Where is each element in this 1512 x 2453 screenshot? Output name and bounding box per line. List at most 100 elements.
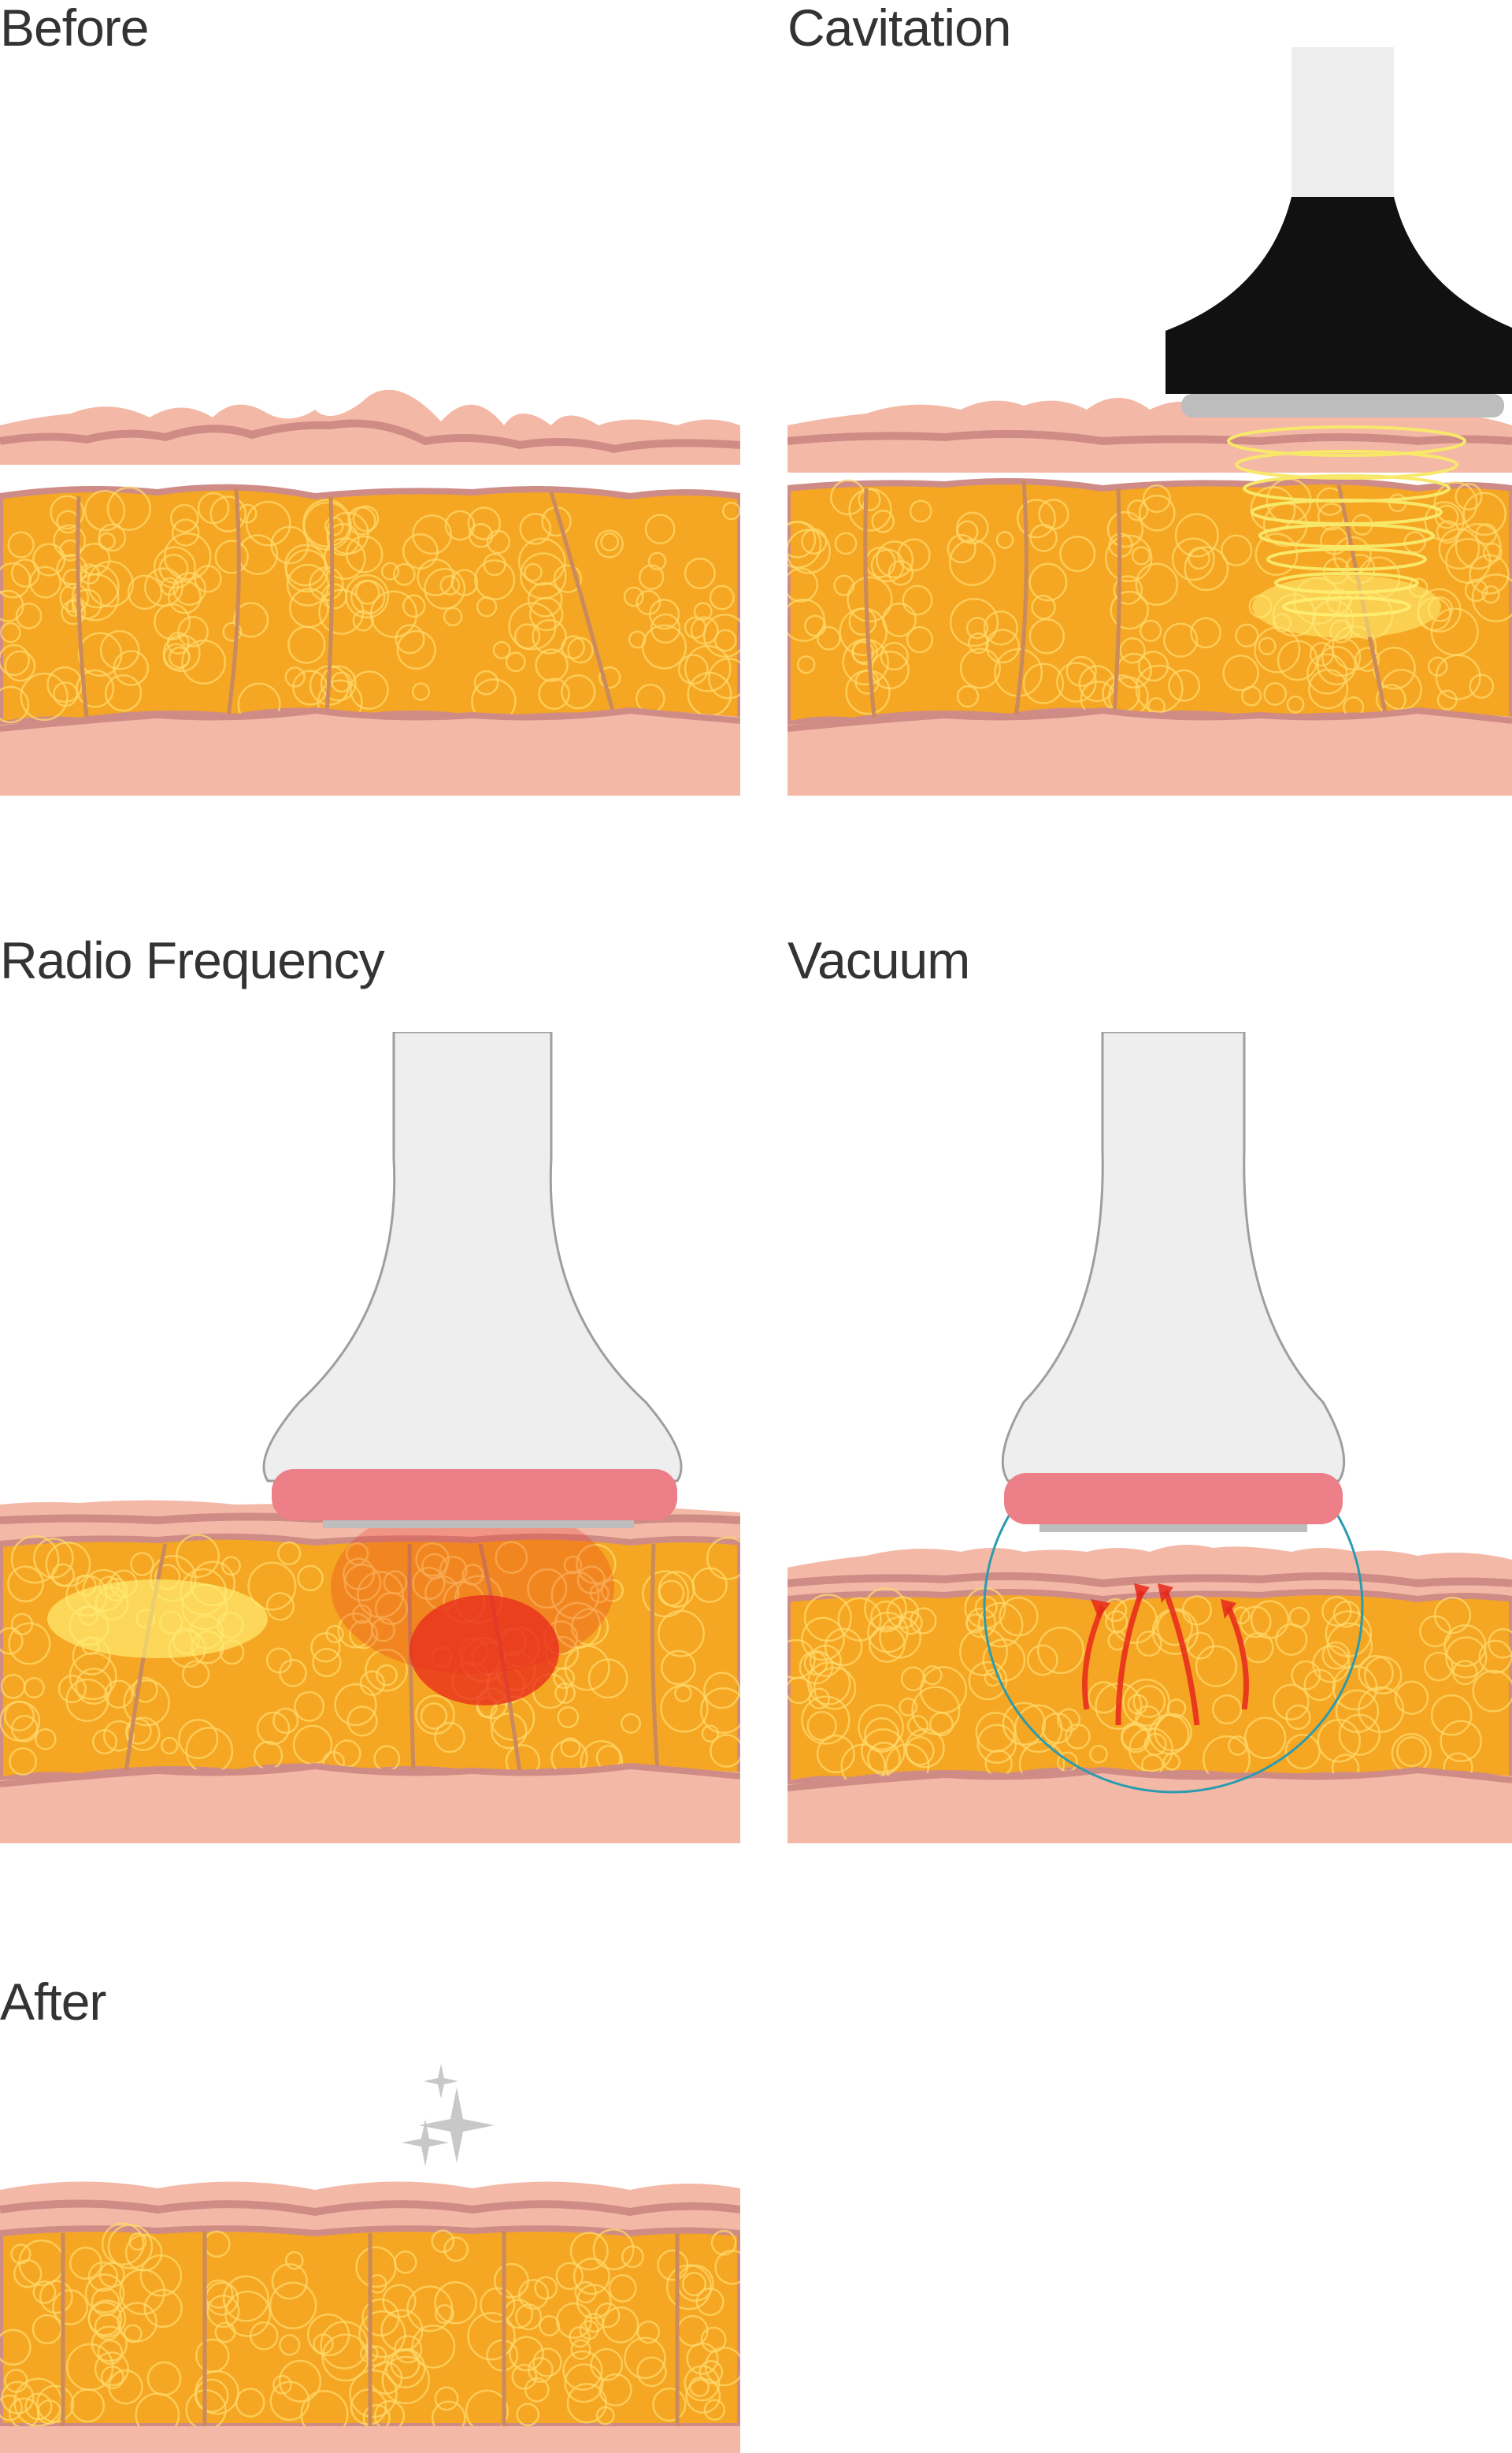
skin-bottom bbox=[0, 1765, 740, 1843]
fat-cell bbox=[882, 602, 917, 637]
fat-cell bbox=[214, 540, 249, 574]
fat-cell bbox=[269, 2281, 317, 2330]
fat-cell bbox=[0, 622, 21, 644]
fat-cell bbox=[97, 2339, 124, 2366]
fat-cell bbox=[644, 514, 676, 545]
fat-cell bbox=[346, 506, 376, 536]
fat-cell bbox=[1395, 1680, 1429, 1715]
fat-cell bbox=[660, 1684, 709, 1733]
fat-cell bbox=[555, 2262, 584, 2291]
fat-cell bbox=[235, 2388, 265, 2418]
fat-cell bbox=[1317, 1719, 1362, 1763]
fat-cell bbox=[1258, 636, 1277, 655]
fat-cell bbox=[1221, 534, 1253, 566]
fat-cell bbox=[431, 2229, 455, 2254]
fat-cell bbox=[1263, 681, 1288, 706]
fat-cell bbox=[574, 2280, 597, 2304]
fat-cell bbox=[163, 533, 212, 581]
fat-cell bbox=[956, 685, 980, 708]
fat-cell bbox=[171, 518, 200, 547]
fat-cell bbox=[350, 579, 386, 615]
fat-cell bbox=[69, 2247, 102, 2280]
fat-cell bbox=[256, 1711, 291, 1746]
fat-cell bbox=[1195, 1645, 1237, 1687]
fat-cell bbox=[1028, 618, 1065, 655]
fat-cell bbox=[394, 2335, 423, 2364]
fat-cell bbox=[1166, 1698, 1187, 1718]
fat-cell bbox=[538, 677, 570, 711]
fat-cell bbox=[1303, 1668, 1336, 1702]
fat-cell bbox=[1478, 1639, 1512, 1674]
fat-cell bbox=[326, 522, 360, 556]
fat-cell bbox=[492, 640, 511, 659]
fat-cell bbox=[801, 1695, 850, 1745]
fat-cell bbox=[699, 2359, 724, 2384]
fat-cell bbox=[87, 2299, 127, 2338]
fat-cell bbox=[1396, 1736, 1427, 1768]
fat-cell bbox=[1190, 617, 1222, 649]
fat-cell bbox=[801, 1616, 845, 1661]
fat-cell bbox=[486, 529, 511, 555]
fat-cell bbox=[839, 607, 888, 656]
fat-cell bbox=[1168, 669, 1201, 702]
fat-cell bbox=[177, 616, 209, 648]
fat-cell bbox=[584, 2312, 604, 2333]
panel-title-cavitation: Cavitation bbox=[788, 0, 1011, 57]
fat-cell bbox=[39, 2280, 73, 2314]
fat-cell bbox=[977, 1601, 1024, 1648]
fat-cell bbox=[279, 1658, 307, 1687]
fat-cell bbox=[0, 685, 30, 724]
fat-cell bbox=[524, 562, 543, 582]
fat-cell bbox=[182, 1660, 210, 1688]
fat-cell bbox=[130, 1552, 154, 1576]
fat-cell bbox=[10, 1535, 60, 1584]
fat-cell bbox=[1002, 1702, 1047, 1746]
fat-cell bbox=[801, 528, 828, 555]
fat-cell bbox=[1126, 499, 1149, 521]
fat-cell bbox=[1059, 536, 1096, 573]
fat-cell bbox=[320, 665, 357, 702]
fat-cell bbox=[1433, 481, 1478, 526]
fat-cell bbox=[686, 2342, 719, 2375]
fat-cell bbox=[561, 674, 596, 710]
fat-cell bbox=[590, 2347, 624, 2381]
fat-cell bbox=[1452, 1660, 1478, 1686]
fat-cell bbox=[1254, 533, 1299, 577]
fat-cell bbox=[919, 1666, 968, 1714]
fat-cell bbox=[628, 630, 647, 649]
fat-cell bbox=[519, 512, 552, 545]
fat-cell bbox=[641, 624, 687, 670]
fat-cell bbox=[880, 641, 909, 671]
fat-cell bbox=[94, 2351, 130, 2387]
fat-cell bbox=[1445, 1636, 1488, 1679]
fat-cell bbox=[974, 1595, 998, 1619]
fat-cell bbox=[1424, 1651, 1454, 1682]
fat-cell bbox=[1273, 1683, 1310, 1721]
fat-cell bbox=[721, 501, 740, 521]
fat-cell bbox=[1354, 647, 1380, 673]
fat-cell bbox=[345, 1542, 369, 1566]
fat-cell bbox=[553, 564, 583, 593]
fat-cell bbox=[1065, 655, 1097, 687]
fat-cell bbox=[681, 2271, 707, 2297]
fibrous-septa bbox=[76, 488, 617, 718]
fat-cell bbox=[1443, 1624, 1487, 1668]
fat-cell bbox=[53, 524, 87, 558]
fat-cell bbox=[638, 564, 665, 591]
fat-cell bbox=[595, 2406, 615, 2425]
fat-cell bbox=[1089, 1744, 1108, 1764]
fat-cell bbox=[867, 1611, 909, 1653]
fat-cell bbox=[959, 1627, 1008, 1676]
fat-cell bbox=[598, 666, 621, 689]
fat-cell bbox=[444, 510, 476, 541]
sparkle-icon bbox=[402, 2064, 495, 2166]
fat-cell bbox=[343, 1557, 376, 1590]
fat-cell bbox=[284, 2251, 304, 2270]
fat-cell bbox=[98, 523, 127, 552]
fat-cell bbox=[967, 632, 990, 655]
fat-cell bbox=[899, 1698, 918, 1716]
fat-cell bbox=[1057, 1708, 1081, 1732]
fat-cell bbox=[119, 2269, 166, 2315]
fat-cell bbox=[713, 629, 737, 652]
fat-cell bbox=[595, 2303, 621, 2329]
